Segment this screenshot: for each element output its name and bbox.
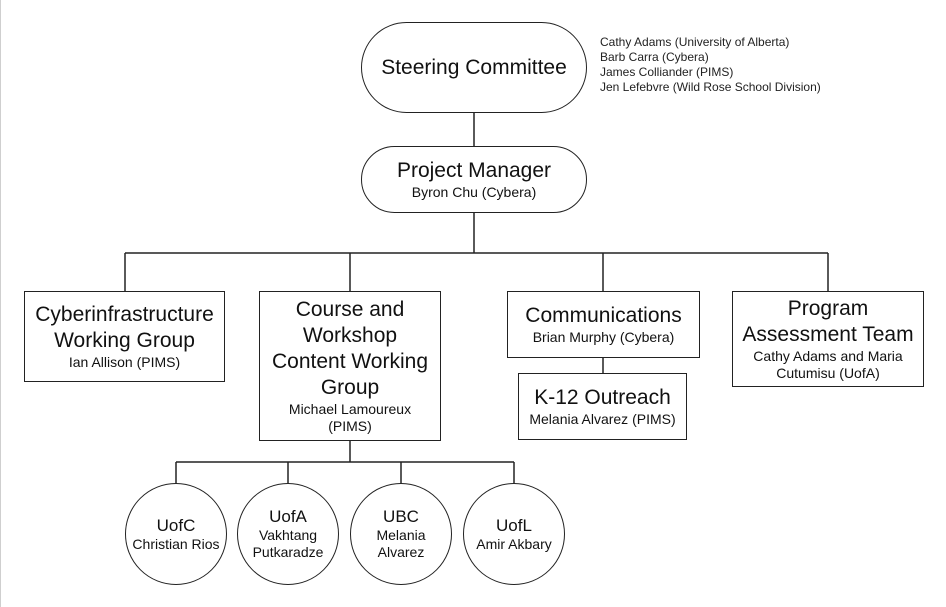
steering-committee-members: Cathy Adams (University of Alberta) Barb… (600, 35, 821, 95)
project-manager-title: Project Manager (396, 159, 552, 182)
cyberinfrastructure-group-node: Cyberinfrastructure Working Group Ian Al… (24, 291, 225, 382)
assessment-lead-line: Cathy Adams and Maria (753, 348, 903, 364)
steering-member: Barb Carra (Cybera) (600, 50, 709, 64)
project-manager-name: Byron Chu (Cybera) (411, 184, 537, 200)
course-workshop-group-node: Course and Workshop Content Working Grou… (259, 291, 441, 441)
course-title-line: Workshop (302, 324, 398, 347)
cyberinfrastructure-title-line: Cyberinfrastructure (35, 303, 214, 326)
course-title-line: Group (320, 376, 380, 399)
course-title-line: Course and (295, 298, 405, 321)
cyberinfrastructure-title-line: Working Group (54, 329, 195, 352)
university-uofc-title: UofC (156, 515, 196, 535)
k12-outreach-node: K-12 Outreach Melania Alvarez (PIMS) (518, 373, 687, 440)
university-ubc-title: UBC (383, 507, 419, 526)
steering-committee-node: Steering Committee (361, 22, 587, 113)
project-manager-node: Project Manager Byron Chu (Cybera) (361, 146, 587, 213)
university-uofl-title: UofL (496, 515, 532, 535)
university-uofa-node: UofA Vakhtang Putkaradze (237, 483, 339, 585)
assessment-lead-line: Cutumisu (UofA) (776, 365, 880, 381)
communications-node: Communications Brian Murphy (Cybera) (507, 291, 700, 358)
university-ubc-node: UBC Melania Alvarez (350, 483, 452, 585)
university-uofa-name-line: Vakhtang (258, 527, 318, 543)
university-uofa-title: UofA (269, 507, 307, 526)
assessment-title-line: Assessment Team (742, 323, 914, 346)
program-assessment-node: Program Assessment Team Cathy Adams and … (732, 291, 924, 387)
course-title-line: Content Working (271, 350, 429, 373)
university-uofc-node: UofC Christian Rios (125, 483, 227, 585)
course-lead-line: Michael Lamoureux (288, 401, 412, 417)
steering-member: James Colliander (PIMS) (600, 65, 734, 79)
university-ubc-name-line: Alvarez (377, 544, 425, 560)
assessment-title-line: Program (787, 297, 869, 320)
cyberinfrastructure-lead: Ian Allison (PIMS) (68, 354, 181, 370)
k12-outreach-title: K-12 Outreach (534, 386, 671, 409)
university-uofl-node: UofL Amir Akbary (463, 483, 565, 585)
communications-title: Communications (525, 304, 682, 327)
university-uofc-name: Christian Rios (132, 535, 220, 552)
communications-lead: Brian Murphy (Cybera) (532, 329, 675, 345)
k12-outreach-lead: Melania Alvarez (PIMS) (529, 411, 676, 427)
steering-member: Jen Lefebvre (Wild Rose School Division) (600, 80, 821, 94)
steering-committee-title: Steering Committee (381, 55, 567, 79)
course-lead-line: (PIMS) (328, 418, 372, 434)
university-ubc-name-line: Melania (376, 527, 426, 543)
steering-member: Cathy Adams (University of Alberta) (600, 35, 790, 49)
university-uofl-name: Amir Akbary (476, 535, 552, 552)
page-border (0, 0, 1, 607)
university-uofa-name-line: Putkaradze (252, 544, 324, 560)
